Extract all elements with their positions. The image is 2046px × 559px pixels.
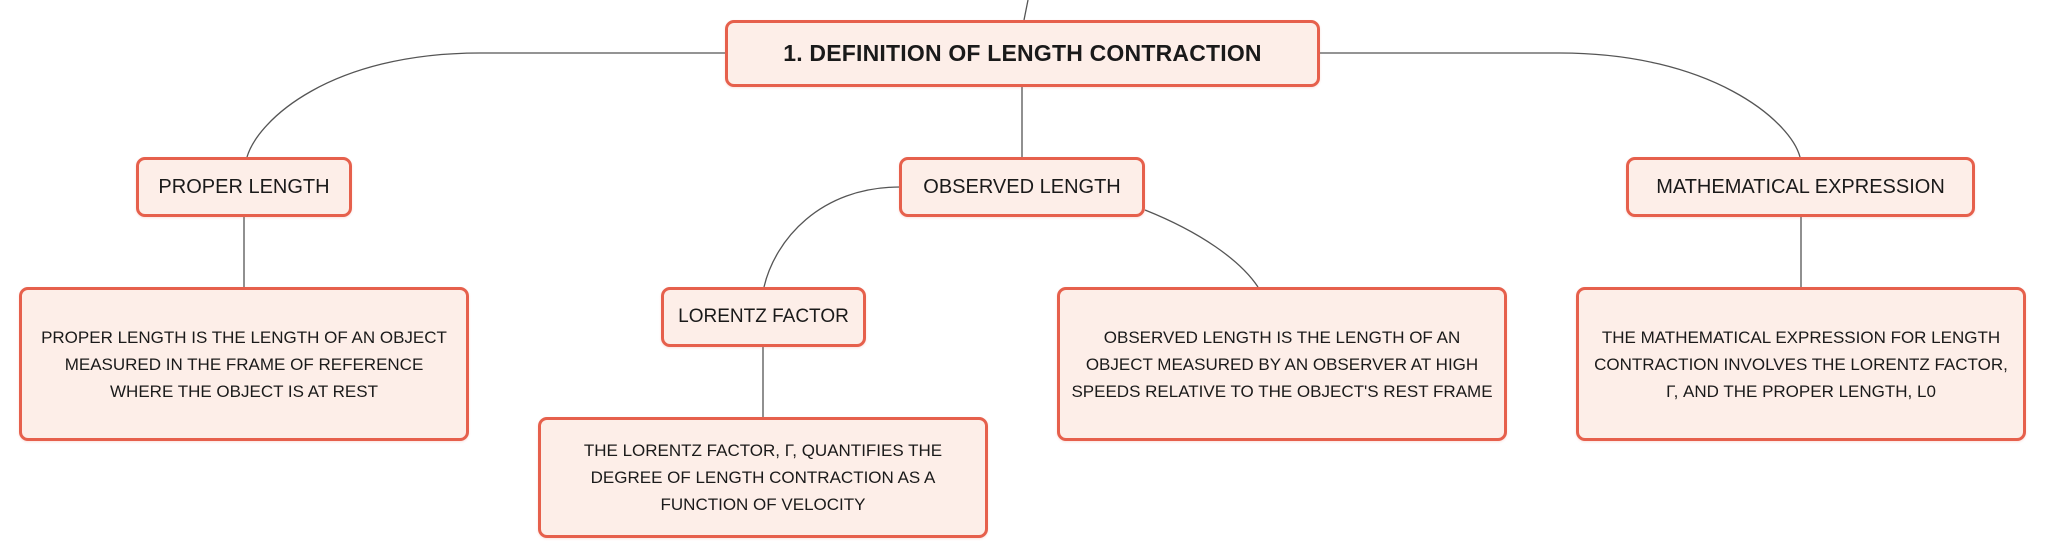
- math-expression-desc-node[interactable]: THE MATHEMATICAL EXPRESSION FOR LENGTH C…: [1576, 287, 2026, 441]
- lorentz-factor-label: LORENTZ FACTOR: [678, 306, 849, 327]
- root-label: 1. DEFINITION OF LENGTH CONTRACTION: [783, 40, 1262, 66]
- observed-length-desc-text: OBSERVED LENGTH IS THE LENGTH OF AN OBJE…: [1071, 327, 1493, 401]
- connector-root-proper: [246, 52, 726, 158]
- proper-length-desc-node[interactable]: PROPER LENGTH IS THE LENGTH OF AN OBJECT…: [19, 287, 469, 441]
- connector-observed-lorentz: [763, 186, 901, 288]
- proper-length-label: PROPER LENGTH: [158, 175, 330, 198]
- math-expression-node[interactable]: MATHEMATICAL EXPRESSION: [1626, 157, 1975, 217]
- connector-incoming: [1023, 0, 1029, 21]
- observed-length-desc-node[interactable]: OBSERVED LENGTH IS THE LENGTH OF AN OBJE…: [1057, 287, 1507, 441]
- observed-length-label: OBSERVED LENGTH: [923, 175, 1121, 198]
- lorentz-factor-desc-node[interactable]: THE LORENTZ FACTOR, Γ, QUANTIFIES THE DE…: [538, 417, 988, 538]
- math-expression-label: MATHEMATICAL EXPRESSION: [1656, 175, 1945, 198]
- root-node[interactable]: 1. DEFINITION OF LENGTH CONTRACTION: [725, 20, 1320, 87]
- connector-root-math: [1320, 52, 1801, 158]
- lorentz-factor-node[interactable]: LORENTZ FACTOR: [661, 287, 866, 347]
- connector-observed-desc: [1144, 209, 1259, 288]
- proper-length-desc-text: PROPER LENGTH IS THE LENGTH OF AN OBJECT…: [41, 327, 447, 401]
- math-expression-desc-text: THE MATHEMATICAL EXPRESSION FOR LENGTH C…: [1594, 327, 2008, 401]
- observed-length-node[interactable]: OBSERVED LENGTH: [899, 157, 1145, 217]
- proper-length-node[interactable]: PROPER LENGTH: [136, 157, 352, 217]
- lorentz-factor-desc-text: THE LORENTZ FACTOR, Γ, QUANTIFIES THE DE…: [583, 441, 943, 514]
